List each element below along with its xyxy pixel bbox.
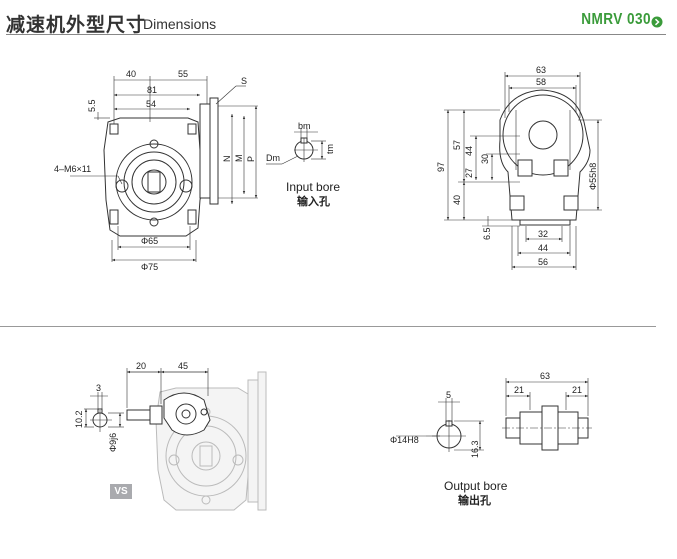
dim-58: 58	[536, 77, 546, 87]
input-bore-caption-cn: 输入孔	[297, 194, 330, 208]
dim-m: M	[234, 155, 244, 163]
dim-44: 44	[538, 243, 548, 253]
dim-32: 32	[538, 229, 548, 239]
dim-45: 45	[178, 361, 188, 371]
page-title-cn: 减速机外型尺寸	[6, 14, 147, 36]
output-bore-caption: Output bore	[444, 479, 508, 493]
dim-44-vertical: 44	[464, 146, 474, 156]
dim-phi65: Φ65	[141, 236, 158, 246]
dim-40-vertical: 40	[452, 195, 462, 205]
dim-tm: tm	[325, 144, 335, 154]
dim-56: 56	[538, 257, 548, 267]
input-bore-labels: bm tm Dm Input bore 输入孔	[266, 121, 340, 208]
front-view-labels: 40 55 81 54 5.5 S N M P 4–M6×11 Φ65 Φ75	[54, 69, 256, 272]
dim-s: S	[241, 76, 247, 86]
dim-81: 81	[147, 85, 157, 95]
dim-p: P	[246, 156, 256, 162]
page-header: 减速机外型尺寸 Dimensions NMRV 030	[0, 0, 677, 40]
vs-view-labels: 20 45 3 10.2 Φ9j6	[74, 361, 188, 452]
vs-view-drawing	[84, 368, 267, 511]
output-bore-drawing	[396, 398, 484, 452]
dim-5: 5	[446, 390, 451, 400]
dim-16-3: 16.3	[470, 440, 480, 458]
dim-m6: 4–M6×11	[54, 164, 91, 174]
input-bore-caption: Input bore	[286, 180, 340, 194]
output-shaft-drawing	[502, 378, 592, 451]
header-divider	[6, 34, 666, 35]
dim-phi14h8: Φ14H8	[390, 435, 419, 445]
dim-shaft-21-right: 21	[572, 385, 582, 395]
dim-10-2: 10.2	[74, 410, 84, 428]
dim-dm: Dm	[266, 153, 280, 163]
dim-n: N	[222, 156, 232, 163]
section-divider	[0, 326, 656, 327]
dim-5-5: 5.5	[87, 99, 97, 112]
dim-27: 27	[464, 168, 474, 178]
dim-63: 63	[536, 65, 546, 75]
dim-phi55h8: Φ55h8	[588, 163, 598, 190]
dim-55: 55	[178, 69, 188, 79]
dim-phi75: Φ75	[141, 262, 158, 272]
dim-bm: bm	[298, 121, 311, 131]
dim-30: 30	[480, 154, 490, 164]
dim-54: 54	[146, 99, 156, 109]
chevron-right-icon	[651, 16, 663, 28]
dim-3: 3	[96, 383, 101, 393]
dim-40: 40	[126, 69, 136, 79]
output-bore-caption-cn: 输出孔	[458, 493, 491, 507]
dim-6-5: 6.5	[482, 227, 492, 240]
dim-shaft-21-left: 21	[514, 385, 524, 395]
dim-97: 97	[436, 162, 446, 172]
side-view-drawing	[444, 72, 602, 270]
model-name: NMRV 030	[581, 11, 651, 28]
side-view-labels: 63 58 97 57 44 30 27 40 6.5 Φ55h8 32 44 …	[436, 65, 598, 267]
vs-badge: VS	[110, 484, 132, 499]
dim-57: 57	[452, 140, 462, 150]
input-bore-drawing	[266, 128, 326, 165]
dim-shaft-63: 63	[540, 371, 550, 381]
front-view-drawing	[70, 76, 258, 262]
output-bore-labels: 5 Φ14H8 16.3 Output bore 输出孔	[390, 390, 508, 507]
dim-phi9j6: Φ9j6	[108, 433, 118, 452]
page-title-en: Dimensions	[143, 16, 217, 32]
output-shaft-labels: 63 21 21	[514, 371, 582, 395]
dim-20: 20	[136, 361, 146, 371]
